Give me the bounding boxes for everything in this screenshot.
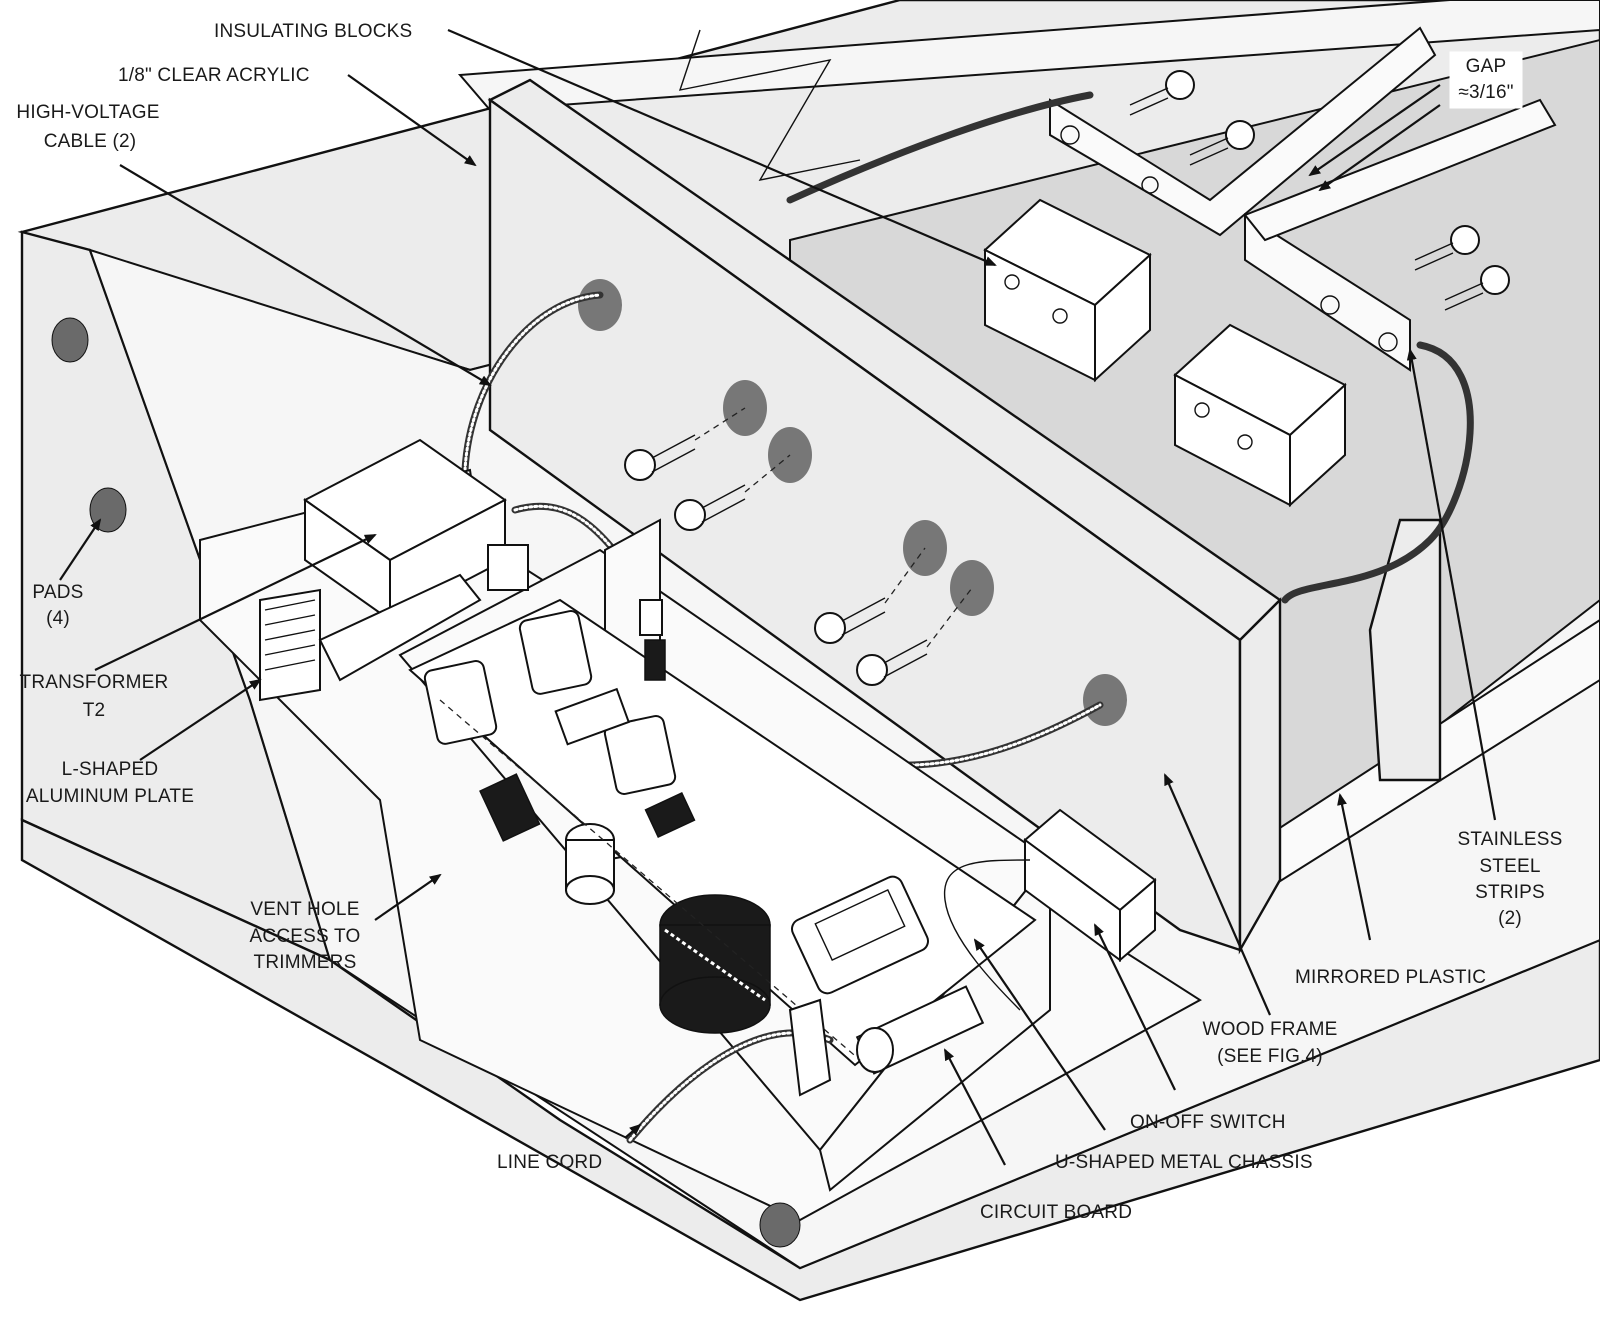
label-on-off-switch: ON-OFF SWITCH — [1130, 1112, 1286, 1133]
gap-callout: GAP ≈3/16" — [1449, 51, 1523, 109]
leader-lines — [59, 28, 1497, 1166]
label-hv-cable-2: CABLE (2) — [44, 131, 137, 152]
wood-frame — [487, 78, 1442, 955]
small-transformer — [791, 875, 929, 995]
label-gap-2: ≈3/16" — [1458, 82, 1513, 103]
label-stainless-1: STAINLESS — [1458, 829, 1563, 850]
label-hv-cable-1: HIGH-VOLTAGE — [16, 102, 159, 123]
label-clear-acrylic: 1/8" CLEAR ACRYLIC — [118, 65, 310, 86]
mounting-screws — [578, 279, 1127, 726]
fuse-holder — [855, 985, 985, 1075]
label-transformer-1: TRANSFORMER — [20, 672, 169, 693]
label-circuit-board: CIRCUIT BOARD — [980, 1202, 1132, 1223]
label-line-cord: LINE CORD — [497, 1152, 602, 1173]
label-wood-frame-2: (SEE FIG.4) — [1217, 1046, 1323, 1067]
label-mirrored-plastic: MIRRORED PLASTIC — [1295, 967, 1486, 988]
label-l-plate-1: L-SHAPED — [62, 759, 159, 780]
strip-bolts — [1129, 70, 1510, 311]
stainless-steel-strips — [1049, 26, 1557, 372]
circuit-board — [408, 598, 1037, 1075]
label-insulating-blocks: INSULATING BLOCKS — [214, 21, 412, 42]
label-wood-frame-1: WOOD FRAME — [1203, 1019, 1338, 1040]
label-transformer-2: T2 — [83, 700, 106, 721]
capacitor — [565, 823, 615, 905]
label-pads-2: (4) — [46, 608, 70, 629]
label-gap-1: GAP — [1466, 56, 1507, 77]
label-pads-1: PADS — [32, 582, 83, 603]
transformer-t2 — [259, 438, 529, 702]
large-capacitor — [659, 894, 771, 1034]
callout-labels: INSULATING BLOCKS 1/8" CLEAR ACRYLIC HIG… — [16, 21, 1562, 1223]
line-cord — [626, 998, 834, 1144]
label-u-chassis: U-SHAPED METAL CHASSIS — [1055, 1152, 1313, 1173]
label-l-plate-2: ALUMINUM PLATE — [26, 786, 194, 807]
insulating-blocks — [983, 198, 1347, 508]
label-vent-2: ACCESS TO — [250, 926, 361, 947]
clear-acrylic-sheet — [457, 0, 1600, 181]
label-vent-3: TRIMMERS — [254, 952, 357, 973]
rubber-pads — [51, 317, 801, 1248]
label-vent-1: VENT HOLE — [250, 899, 359, 920]
label-stainless-2: STEEL — [1479, 856, 1540, 877]
label-stainless-3: STRIPS — [1475, 882, 1545, 903]
label-stainless-4: (2) — [1498, 908, 1522, 929]
